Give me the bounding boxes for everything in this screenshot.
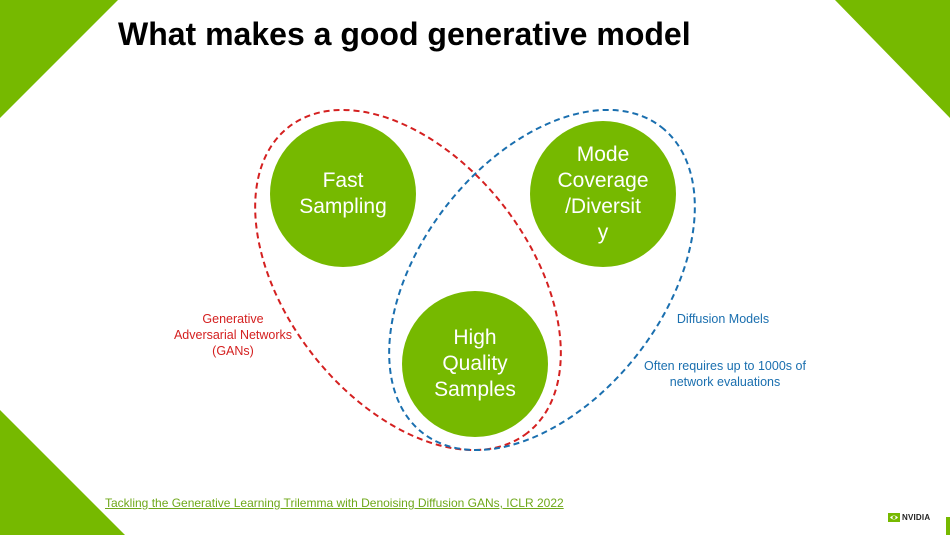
nvidia-eye-icon [888, 512, 900, 522]
diffusion-label: Diffusion Models [676, 312, 770, 326]
slide-title: What makes a good generative model [118, 16, 691, 52]
diffusion-note: Often requires up to 1000s of network ev… [644, 359, 806, 389]
bubble-mode-coverage [530, 121, 676, 267]
bubble-mode-coverage-label: Mode Coverage /Diversit y [557, 143, 649, 244]
bubble-high-quality-label: High Quality Samples [434, 326, 516, 401]
footer-accent-bar [946, 517, 950, 535]
corner-bottom-left [0, 410, 125, 535]
reference-link[interactable]: Tackling the Generative Learning Trilemm… [105, 496, 564, 510]
corner-top-left [0, 0, 118, 118]
bubble-fast-sampling-label: Fast Sampling [299, 169, 387, 218]
bubble-high-quality [402, 291, 548, 437]
bubble-fast-sampling [270, 121, 416, 267]
gan-label: Generative Adversarial Networks (GANs) [173, 312, 293, 358]
nvidia-logo-text: NVIDIA [902, 512, 931, 522]
nvidia-logo: NVIDIA [888, 510, 938, 524]
gan-region [254, 108, 562, 452]
corner-top-right [835, 0, 950, 118]
diffusion-region [388, 108, 696, 452]
